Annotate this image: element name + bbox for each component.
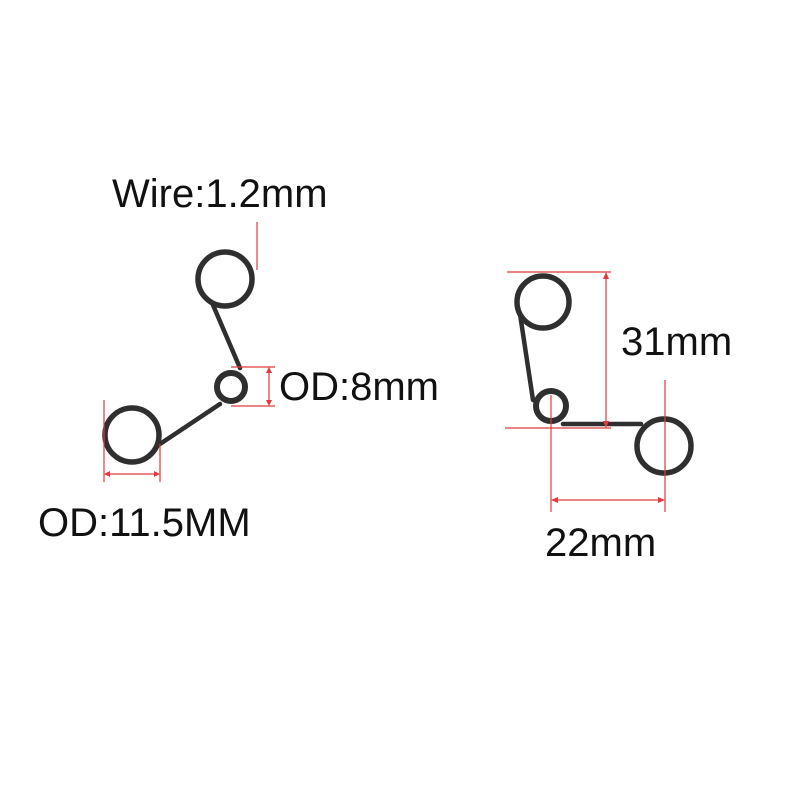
od8-arrow-top	[266, 367, 272, 373]
width-arrow-right	[658, 497, 665, 503]
width-arrow-left	[551, 497, 558, 503]
height-arrow-bottom	[603, 421, 609, 428]
od115-arrow-right	[154, 471, 160, 477]
wire-diameter-label: Wire:1.2mm	[112, 172, 328, 216]
left-spring-middle-coil	[214, 370, 248, 404]
od-large-label: OD:11.5MM	[38, 501, 251, 545]
height-arrow-top	[603, 272, 609, 279]
left-spring-top-loop	[195, 249, 255, 309]
right-spring-top-loop	[514, 273, 572, 331]
left-spring	[102, 249, 255, 465]
dimension-lines	[103, 222, 666, 512]
right-spring-vertical-arm	[517, 311, 536, 403]
right-spring-end-loop	[634, 416, 694, 476]
height-label: 31mm	[621, 320, 733, 364]
left-spring-bottom-loop	[102, 405, 162, 465]
left-spring-upper-arm	[210, 302, 243, 371]
od115-arrow-left	[104, 471, 110, 477]
right-spring	[514, 273, 694, 476]
width-label: 22mm	[545, 521, 657, 565]
od8-arrow-bottom	[266, 400, 272, 406]
left-spring-lower-arm	[154, 401, 223, 449]
od-small-label: OD:8mm	[279, 365, 439, 409]
